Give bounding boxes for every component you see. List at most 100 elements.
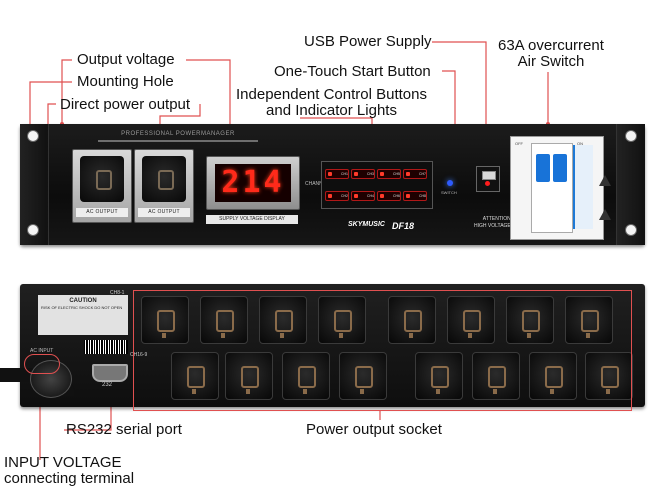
usb-port-icon[interactable] xyxy=(482,171,496,180)
power-output-socket xyxy=(318,296,366,344)
indicator-light-icon xyxy=(354,172,358,176)
channel-label: CHANNEL xyxy=(305,181,329,187)
air-switch-breaker: OFF ON xyxy=(510,136,611,240)
direct-output-socket: AC OUTPUT xyxy=(72,149,132,223)
channel-button-label: CH5 xyxy=(392,172,400,176)
callout-rs232: RS232 serial port xyxy=(66,421,182,438)
power-output-socket xyxy=(339,352,387,400)
channel-button[interactable]: CH5 xyxy=(377,169,401,179)
channel-button-label: CH7 xyxy=(418,172,426,176)
serial-port-label: 232 xyxy=(102,382,113,388)
caution-title: CAUTION xyxy=(69,298,97,304)
callout-breaker: 63A overcurrent Air Switch xyxy=(498,38,604,70)
independent-buttons-line2: and Indicator Lights xyxy=(266,102,397,119)
breaker-on-label: ON xyxy=(577,141,583,146)
callout-input-voltage: INPUT VOLTAGE connecting terminal xyxy=(4,455,134,487)
callout-power-output-socket: Power output socket xyxy=(306,421,442,438)
mounting-hole xyxy=(27,224,39,236)
channel-group-bottom-label: CH16-9 xyxy=(130,352,148,358)
brand-logo: SKYMUSIC xyxy=(348,221,385,228)
channel-group-top-label: CH8-1 xyxy=(110,290,125,296)
channel-button-label: CH8 xyxy=(418,194,426,198)
power-output-socket xyxy=(472,352,520,400)
indicator-light-icon xyxy=(328,172,332,176)
power-output-socket xyxy=(225,352,273,400)
socket-icon xyxy=(142,156,186,202)
power-output-socket xyxy=(388,296,436,344)
power-output-socket xyxy=(171,352,219,400)
mounting-hole xyxy=(625,224,637,236)
channel-button-label: CH4 xyxy=(366,194,374,198)
model-name: DF18 xyxy=(392,221,415,231)
indicator-light-icon xyxy=(328,194,332,198)
channel-control-panel: CH1 CH3 CH5 CH7 CH2 CH4 CH6 CH8 xyxy=(321,161,433,209)
indicator-light-icon xyxy=(380,172,384,176)
high-voltage-warning-icon xyxy=(599,175,611,186)
switch-label: SWITCH xyxy=(441,190,457,195)
power-output-socket xyxy=(529,352,577,400)
left-rack-ear xyxy=(20,124,49,245)
barcode-sticker xyxy=(84,340,128,354)
caution-text: RISK OF ELECTRIC SHOCK DO NOT OPEN xyxy=(41,305,123,310)
breaker-line1: 63A overcurrent xyxy=(498,37,604,54)
voltage-display: 214 xyxy=(215,164,291,202)
breaker-line2: Air Switch xyxy=(517,53,585,70)
right-rack-ear xyxy=(616,124,645,245)
usb-indicator-icon xyxy=(485,181,490,186)
channel-button[interactable]: CH1 xyxy=(325,169,349,179)
one-touch-start-button[interactable] xyxy=(447,180,453,186)
rear-panel: CAUTION RISK OF ELECTRIC SHOCK DO NOT OP… xyxy=(0,284,645,407)
power-output-socket xyxy=(200,296,248,344)
callout-usb-power-supply: USB Power Supply xyxy=(304,33,432,50)
socket-caption: AC OUTPUT xyxy=(138,208,190,217)
channel-button[interactable]: CH4 xyxy=(351,191,375,201)
rear-socket-highlight-box xyxy=(133,290,632,411)
breaker-lever[interactable] xyxy=(536,154,550,182)
caution-label: CAUTION RISK OF ELECTRIC SHOCK DO NOT OP… xyxy=(38,295,128,335)
channel-button-label: CH6 xyxy=(392,194,400,198)
channel-button[interactable]: CH7 xyxy=(403,169,427,179)
usb-power-supply xyxy=(476,166,500,192)
attention-warning: ATTENTION HIGH VOLTAGE xyxy=(474,216,511,230)
indicator-light-icon xyxy=(406,194,410,198)
attention-line1: ATTENTION xyxy=(482,216,511,222)
channel-button-label: CH1 xyxy=(340,172,348,176)
channel-button[interactable]: CH8 xyxy=(403,191,427,201)
channel-button-label: CH3 xyxy=(366,172,374,176)
indicator-light-icon xyxy=(406,172,410,176)
power-output-socket-array xyxy=(137,290,633,403)
power-output-socket xyxy=(447,296,495,344)
callout-one-touch-start: One-Touch Start Button xyxy=(274,63,431,80)
power-output-socket xyxy=(141,296,189,344)
channel-button[interactable]: CH3 xyxy=(351,169,375,179)
front-panel: PROFESSIONAL POWERMANAGER AC OUTPUT AC O… xyxy=(20,124,645,245)
channel-button-label: CH2 xyxy=(340,194,348,198)
power-output-socket xyxy=(415,352,463,400)
voltage-display-frame: 214 xyxy=(206,156,300,210)
channel-button[interactable]: CH6 xyxy=(377,191,401,201)
power-output-socket xyxy=(585,352,633,400)
indicator-light-icon xyxy=(354,194,358,198)
attention-line2: HIGH VOLTAGE xyxy=(474,223,511,229)
breaker-lever[interactable] xyxy=(553,154,567,182)
input-terminal-highlight-box xyxy=(24,354,60,374)
display-caption: SUPPLY VOLTAGE DISPLAY xyxy=(206,215,298,224)
breaker-tag xyxy=(573,145,593,229)
power-output-socket xyxy=(565,296,613,344)
brand-strip: PROFESSIONAL POWERMANAGER xyxy=(98,131,258,142)
callout-independent-buttons: Independent Control Buttons and Indicato… xyxy=(236,87,427,119)
breaker-body xyxy=(531,143,573,233)
socket-icon xyxy=(80,156,124,202)
rs232-serial-port[interactable] xyxy=(92,364,128,382)
breaker-off-label: OFF xyxy=(515,141,523,146)
independent-buttons-line1: Independent Control Buttons xyxy=(236,86,427,103)
socket-caption: AC OUTPUT xyxy=(76,208,128,217)
high-voltage-warning-icon xyxy=(599,209,611,220)
power-output-socket xyxy=(506,296,554,344)
power-output-socket xyxy=(259,296,307,344)
callout-output-voltage: Output voltage xyxy=(77,51,175,68)
ac-input-label: AC INPUT xyxy=(30,348,54,354)
channel-button[interactable]: CH2 xyxy=(325,191,349,201)
callout-mounting-hole: Mounting Hole xyxy=(77,73,174,90)
callout-direct-power-output: Direct power output xyxy=(60,96,191,113)
